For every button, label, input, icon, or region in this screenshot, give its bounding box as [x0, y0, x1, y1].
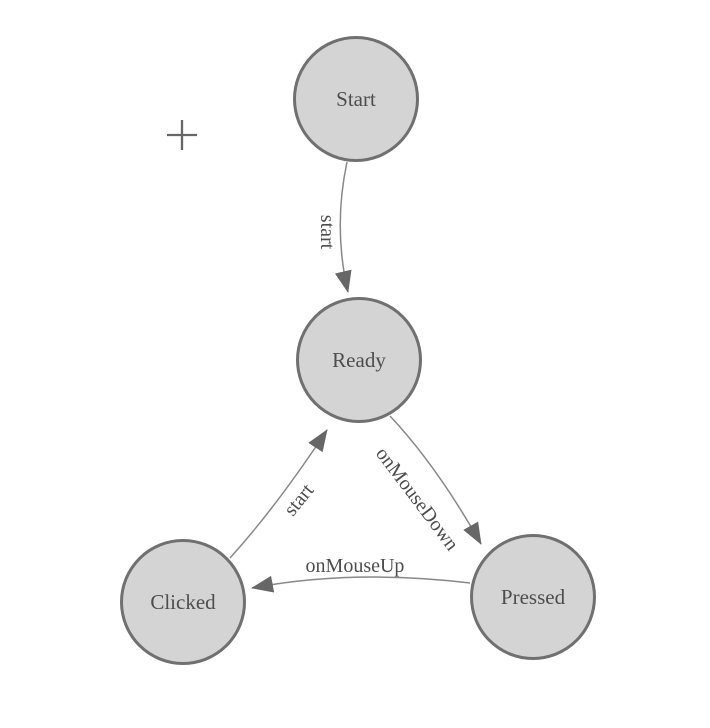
- edge-ready-to-pressed[interactable]: [389, 415, 482, 545]
- edge-start-to-ready[interactable]: [334, 161, 352, 293]
- state-circle-clicked: [120, 539, 246, 665]
- state-label-start: Start: [336, 87, 376, 111]
- state-label-ready: Ready: [332, 348, 386, 372]
- state-node-clicked[interactable]: Clicked: [120, 539, 246, 665]
- nodes-layer: Start Ready Clicked Pressed: [120, 36, 596, 665]
- edge-label-pressed-to-clicked: onMouseUp: [306, 555, 405, 577]
- edge-label-start-to-ready: start: [316, 215, 338, 250]
- edge-clicked-to-ready[interactable]: [229, 429, 328, 559]
- state-label-pressed: Pressed: [501, 585, 566, 609]
- edge-label-clicked-to-ready: start: [280, 479, 319, 520]
- crosshair-plus-icon: [167, 120, 197, 150]
- state-circle-start: [293, 36, 419, 162]
- edge-pressed-to-clicked[interactable]: [251, 575, 471, 593]
- edges-layer: [229, 161, 482, 593]
- state-circle-ready: [296, 297, 422, 423]
- state-circle-pressed: [470, 534, 596, 660]
- state-label-clicked: Clicked: [150, 590, 216, 614]
- state-node-start[interactable]: Start: [293, 36, 419, 162]
- state-node-ready[interactable]: Ready: [296, 297, 422, 423]
- state-node-pressed[interactable]: Pressed: [470, 534, 596, 660]
- edge-label-ready-to-pressed: onMouseDown: [371, 443, 463, 555]
